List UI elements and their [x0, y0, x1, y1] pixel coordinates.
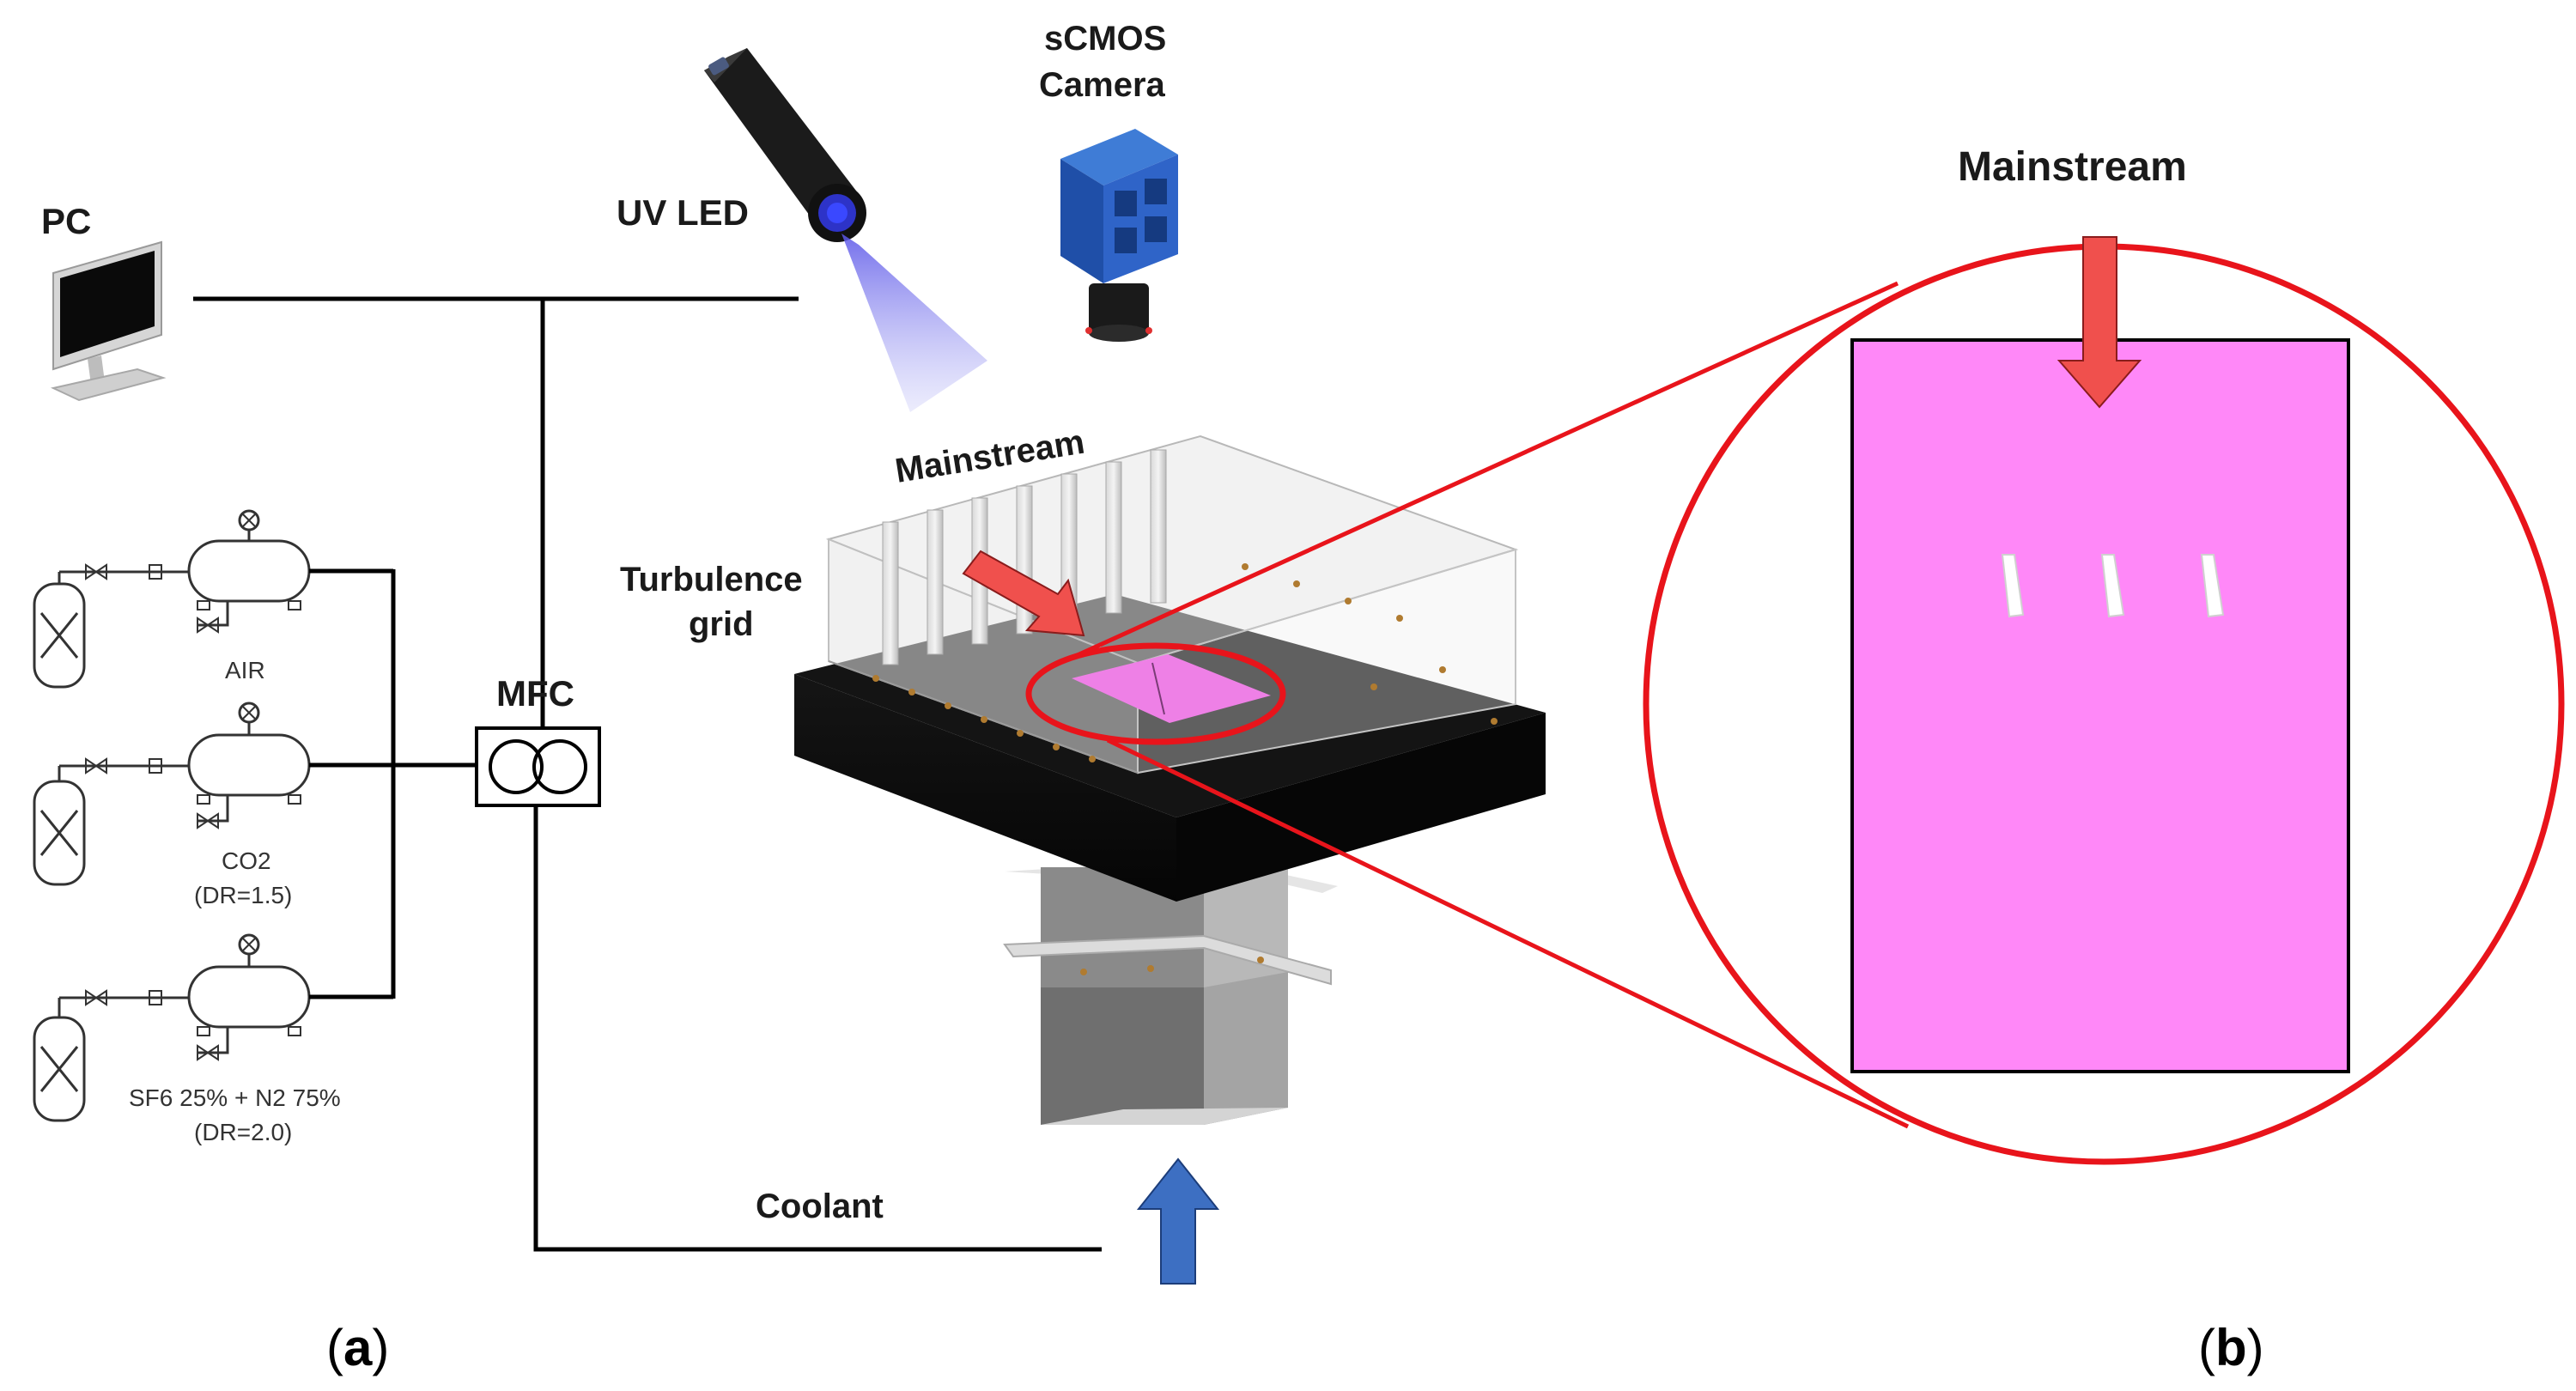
gas-supply-air [33, 509, 393, 689]
mfc-label: MFC [496, 673, 574, 714]
zoom-highlight-ellipse [1025, 642, 1286, 745]
mainstream-arrow-a [962, 550, 1085, 637]
gas-supply-sf6-n2 [33, 933, 393, 1122]
wind-tunnel-test-section [794, 434, 1546, 1125]
uv-led-label: UV LED [617, 192, 749, 233]
camera-label-line2: Camera [1039, 66, 1166, 104]
turbulence-grid-label-line1: Turbulence [620, 561, 803, 598]
caption-a: (a) [326, 1319, 389, 1376]
zoom-connector-top [1070, 281, 1899, 660]
gas-supply-co2-sublabel: (DR=1.5) [194, 882, 292, 908]
panel-a: PC UV LED sCMOS [33, 20, 1546, 1376]
coolant-label: Coolant [756, 1188, 884, 1225]
pc-label: PC [41, 201, 91, 241]
mfc-unit [475, 726, 601, 807]
mainstream-arrow-b [2057, 236, 2142, 409]
turbulence-grid-label-line2: grid [689, 605, 754, 643]
gas-supply-sf6-sublabel: (DR=2.0) [194, 1119, 292, 1145]
zoom-connector-bottom [1106, 738, 1910, 1129]
gas-supply-co2-label: CO2 [222, 847, 271, 874]
uv-light-beam [841, 234, 987, 412]
caption-b: (b) [2198, 1319, 2264, 1376]
scmos-camera-icon [1060, 129, 1178, 342]
uv-led-icon [704, 48, 866, 242]
gas-supply-sf6-label: SF6 25% + N2 75% [129, 1084, 341, 1111]
gas-supply-air-label: AIR [225, 657, 265, 683]
coolant-arrow [1136, 1157, 1220, 1285]
pc-monitor-icon [50, 240, 167, 402]
camera-label-line1: sCMOS [1044, 20, 1166, 58]
cooling-hole-2 [2100, 554, 2125, 618]
coolant-supply-line [533, 805, 1102, 1252]
test-surface-closeup [1850, 338, 2350, 1073]
cooling-hole-3 [2200, 554, 2225, 618]
panel-b: Mainstream (b) [1643, 144, 2565, 1376]
mainstream-label-b: Mainstream [1958, 144, 2187, 190]
cooling-hole-1 [2001, 554, 2025, 618]
